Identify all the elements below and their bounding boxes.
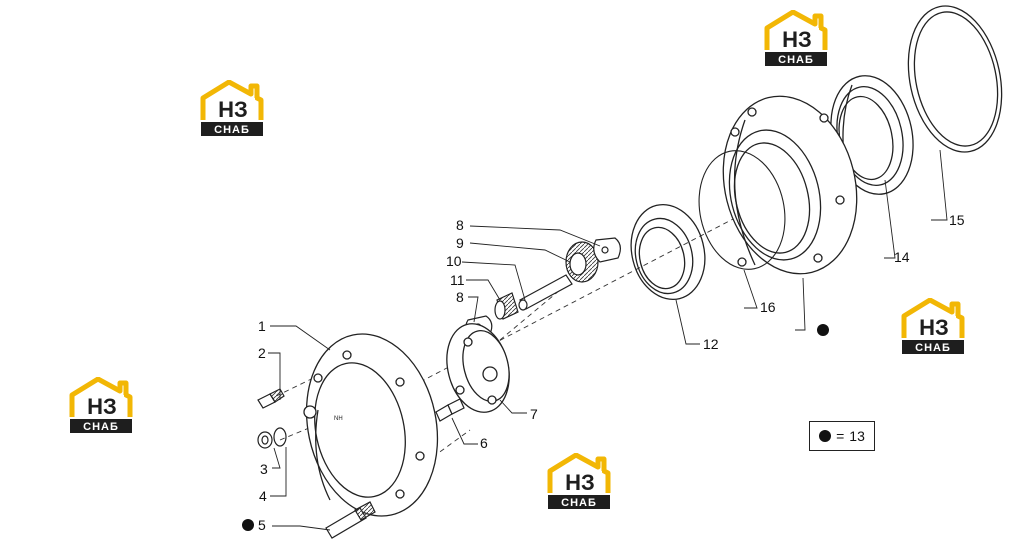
callout-8-lower: 8 [456, 289, 464, 305]
svg-text:СНАБ: СНАБ [561, 497, 597, 509]
callout-16: 16 [760, 299, 776, 315]
callout-3: 3 [260, 461, 268, 477]
callout-5: 5 [258, 517, 266, 533]
callout-4: 4 [259, 488, 267, 504]
legend-box: = 13 [809, 421, 875, 451]
watermark-logo: НЗ СНАБ [900, 298, 968, 358]
part-3-plug [257, 431, 273, 449]
svg-text:НЗ: НЗ [218, 97, 248, 122]
part-6-bolt [435, 398, 465, 422]
bullet-marker-hub [817, 324, 829, 336]
bullet-marker-part-5 [242, 519, 254, 531]
legend-bullet-icon [819, 430, 832, 442]
callout-12: 12 [703, 336, 719, 352]
svg-text:СНАБ: СНАБ [778, 54, 814, 66]
callout-11: 11 [450, 272, 465, 288]
callout-10: 10 [446, 253, 462, 269]
callout-6: 6 [480, 435, 488, 451]
callout-7: 7 [530, 406, 538, 422]
leader-lines [268, 149, 948, 531]
callout-9: 9 [456, 235, 464, 251]
part-12-seal [630, 203, 706, 301]
part-11-needle-bearing [494, 292, 519, 320]
part-4-sealing-washer [273, 427, 287, 447]
legend-value: 13 [849, 428, 865, 444]
watermark-logo: НЗ СНАБ [68, 377, 136, 437]
callout-8-upper: 8 [456, 217, 464, 233]
svg-text:НЗ: НЗ [919, 315, 949, 340]
cover-marking: NH [334, 416, 343, 422]
svg-text:НЗ: НЗ [782, 27, 812, 52]
watermark-logo: НЗ СНАБ [763, 10, 831, 70]
part-15-large-seal-ring [907, 5, 1003, 153]
svg-text:НЗ: НЗ [87, 394, 117, 419]
part-9-gear [565, 241, 599, 283]
svg-text:СНАБ: СНАБ [915, 342, 951, 354]
callout-15: 15 [949, 212, 965, 228]
callout-labels: 1 2 3 4 5 6 7 8 8 9 10 11 12 14 15 16 [258, 212, 965, 533]
callout-14: 14 [894, 249, 910, 265]
part-16-o-ring [698, 150, 786, 270]
svg-text:СНАБ: СНАБ [214, 124, 250, 136]
part-1-cover: NH [303, 333, 439, 517]
svg-text:СНАБ: СНАБ [83, 421, 119, 433]
callout-2: 2 [258, 345, 266, 361]
svg-text:НЗ: НЗ [565, 470, 595, 495]
part-2-screw [257, 388, 285, 409]
watermark-logo: НЗ СНАБ [199, 80, 267, 140]
watermark-logo: НЗ СНАБ [546, 453, 614, 513]
part-7-planet-carrier [446, 323, 510, 413]
legend-equals: = [836, 428, 845, 444]
part-5-stud [325, 501, 376, 539]
part-13-hub [722, 95, 858, 275]
part-8-thrust-washer-upper [593, 237, 621, 263]
part-10-shaft-pin [518, 274, 573, 311]
callout-1: 1 [258, 318, 266, 334]
